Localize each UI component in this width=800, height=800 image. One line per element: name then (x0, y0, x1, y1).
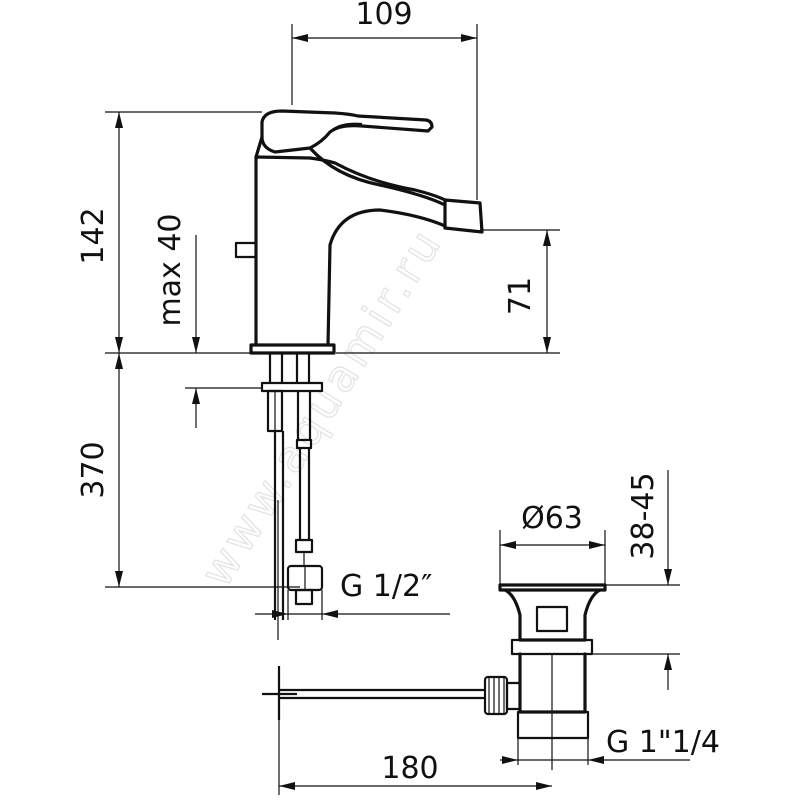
dim-label-370: 370 (76, 441, 111, 498)
dim-label-diameter-63: Ø63 (521, 501, 583, 536)
dim-label-g-1-1-4: G 1"1/4 (606, 725, 720, 760)
dim-label-180: 180 (381, 751, 438, 786)
dimension-142: 142 (76, 111, 262, 354)
dim-label-g-half: G 1/2″ (340, 569, 432, 604)
dim-label-109: 109 (355, 0, 412, 32)
dimension-370: 370 (76, 353, 300, 588)
dimension-71: 71 (336, 229, 560, 354)
dimension-g-half: G 1/2″ (255, 569, 450, 620)
dim-label-71: 71 (503, 277, 538, 315)
waste-assembly: Ø63 38-45 G 1"1/4 (262, 470, 720, 795)
mounting-assembly (260, 353, 324, 640)
dim-label-142: 142 (76, 207, 111, 264)
faucet-body (234, 109, 484, 355)
dimension-109: 109 (291, 0, 478, 200)
dim-label-38-45: 38-45 (626, 472, 661, 559)
watermark: www.aquamir.ru (191, 219, 453, 596)
dim-label-max40: max 40 (153, 213, 188, 326)
dimension-max40: max 40 (153, 213, 262, 428)
